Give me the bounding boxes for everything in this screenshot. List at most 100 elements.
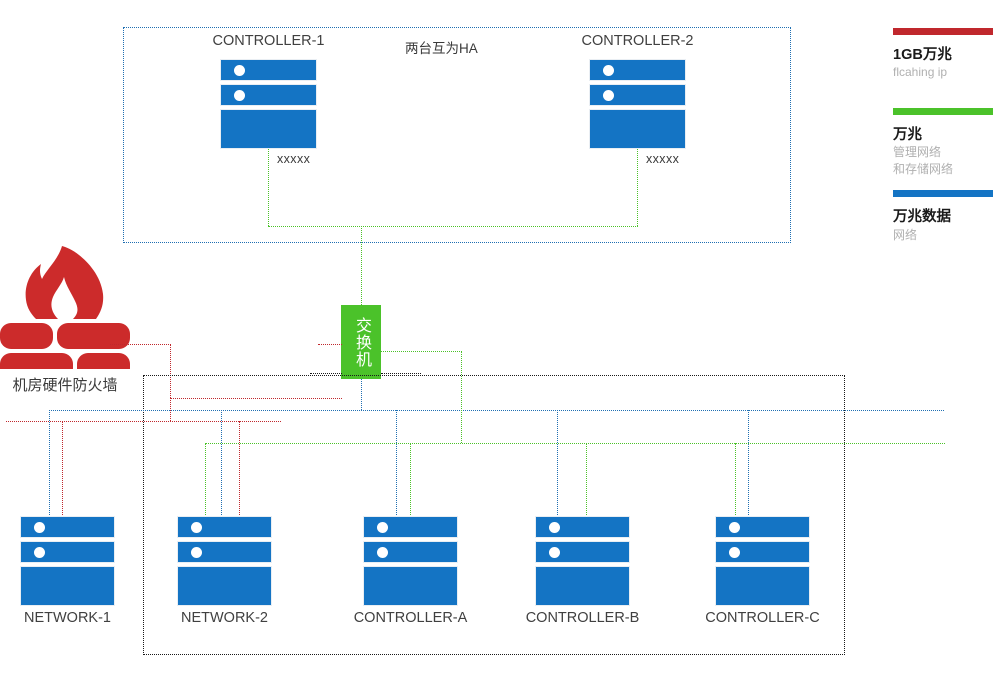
server-bay-top [20,516,115,538]
server-label: CONTROLLER-C [705,610,820,626]
legend-swatch-green [893,107,993,115]
link-blue-switch-down [361,379,362,410]
link-blue-main-bus [49,410,944,411]
status-led-icon [191,547,202,558]
link-red-firewall-out [110,344,171,345]
link-blue-net1-drop [49,410,50,521]
link-red-left-drop [170,398,171,421]
link-blue-ctrla-drop [396,410,397,521]
server-controller-1[interactable]: CONTROLLER-1 [213,33,325,149]
legend-title: 1GB万兆 [893,47,952,63]
status-led-icon [549,547,560,558]
server-label: NETWORK-1 [24,610,111,626]
server-bay-middle [220,84,317,106]
server-bay-middle [589,84,686,106]
legend-subtitle: 网络 [893,227,918,242]
link-green-ctrl1-down [268,149,269,226]
link-green-ctrl2-down [637,149,638,226]
link-blue-ctrlc-drop [748,410,749,521]
link-red-switch-bus [170,398,342,399]
server-bay-bottom [363,566,458,606]
link-green-ctrlc-drop [735,443,736,521]
link-green-net2-drop [205,443,206,521]
server-network-1[interactable]: NETWORK-1 [20,516,115,626]
server-label: CONTROLLER-2 [581,33,694,49]
link-green-ctrlb-drop [586,443,587,521]
legend-title: 万兆 [893,126,922,143]
legend-item-10g-data: 万兆数据 网络 [893,190,993,244]
legend-item-1gb: 1GB万兆 flcahing ip [893,28,993,82]
link-green-bus-to-switch [361,226,362,305]
link-black-switch-right [381,373,421,374]
server-controller-c[interactable]: CONTROLLER-C [705,516,820,626]
firewall-flame-brick-icon [0,246,130,379]
firewall-node[interactable]: 机房硬件防火墙 [0,244,130,394]
status-led-icon [191,522,202,533]
legend-title: 万兆数据 [893,209,951,226]
firewall-label: 机房硬件防火墙 [12,377,118,394]
link-green-top-bus [268,226,638,227]
server-bay-bottom [220,109,317,149]
link-green-lower-bus [205,443,945,444]
server-controller-a[interactable]: CONTROLLER-A [354,516,467,626]
server-bay-middle [177,541,272,563]
server-bay-bottom [715,566,810,606]
server-bay-bottom [535,566,630,606]
link-red-net2-drop [239,421,240,521]
link-blue-net2-drop [221,410,222,521]
legend-subtitle: 和存储网络 [893,162,954,177]
status-led-icon [549,522,560,533]
link-blue-ctrlb-drop [557,410,558,521]
server-bay-middle [363,541,458,563]
server-bay-top [220,59,317,81]
port-label-controller-1: xxxxx [277,152,311,166]
link-red-switch-left [318,344,342,345]
server-controller-b[interactable]: CONTROLLER-B [526,516,639,626]
link-black-left-edge [143,375,144,655]
link-black-switch-left [310,373,342,374]
link-black-top-bus [143,375,845,376]
server-network-2[interactable]: NETWORK-2 [177,516,272,626]
link-green-ctrla-drop [410,443,411,521]
server-label: CONTROLLER-B [525,610,640,626]
legend: 1GB万兆 flcahing ip 万兆 管理网络 和存储网络 万兆数据 网络 [893,28,993,256]
server-bay-bottom [177,566,272,606]
legend-swatch-red [893,28,993,35]
server-bay-top [535,516,630,538]
status-led-icon [234,90,245,101]
link-green-switch-right [381,351,462,352]
server-bay-middle [535,541,630,563]
status-led-icon [377,547,388,558]
status-led-icon [34,547,45,558]
link-red-firewall-down [170,344,171,398]
legend-subtitle: 管理网络 [893,144,942,159]
top-zone-container [123,27,791,243]
server-bay-top [589,59,686,81]
status-led-icon [34,522,45,533]
server-label: NETWORK-2 [181,610,268,626]
server-bay-top [715,516,810,538]
server-controller-2[interactable]: CONTROLLER-2 [582,33,694,149]
server-bay-bottom [589,109,686,149]
server-bay-middle [20,541,115,563]
link-red-net1-drop [62,421,63,521]
server-bay-top [177,516,272,538]
switch-node[interactable]: 交换机 [341,305,381,379]
port-label-controller-2: xxxxx [646,152,680,166]
server-label: CONTROLLER-A [353,610,468,626]
ha-note-label: 两台互为HA [405,41,478,56]
legend-subtitle: flcahing ip [893,65,948,80]
legend-item-10g-mgmt: 万兆 管理网络 和存储网络 [893,107,993,179]
status-led-icon [234,65,245,76]
server-label: CONTROLLER-1 [212,33,325,49]
server-bay-middle [715,541,810,563]
status-led-icon [729,547,740,558]
status-led-icon [377,522,388,533]
status-led-icon [603,65,614,76]
switch-label: 交换机 [352,316,370,368]
server-bay-top [363,516,458,538]
server-bay-bottom [20,566,115,606]
status-led-icon [729,522,740,533]
legend-swatch-blue [893,190,993,198]
